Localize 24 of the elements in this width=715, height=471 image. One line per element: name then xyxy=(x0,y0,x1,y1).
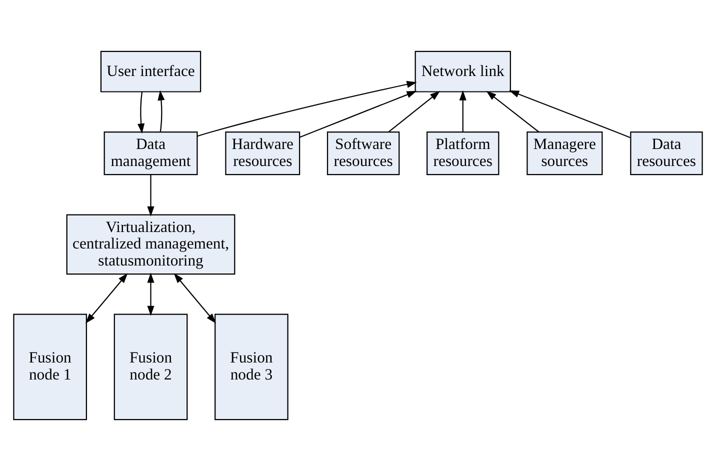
node-box: Network link xyxy=(414,50,510,92)
arrow xyxy=(458,90,466,132)
arrow xyxy=(146,272,154,316)
node-box: Data management xyxy=(103,131,198,176)
arrow xyxy=(157,90,164,132)
arrow xyxy=(299,90,416,138)
arrow xyxy=(173,273,216,324)
node-box: Managere sources xyxy=(526,131,602,176)
node-box: Virtualization, centralized management, statusmonitoring xyxy=(66,214,235,275)
node-box: Data resources xyxy=(630,131,702,176)
arrow xyxy=(508,90,630,138)
arrow xyxy=(146,174,154,216)
node-box: User interface xyxy=(100,50,201,92)
node-box: Hardware resources xyxy=(224,131,300,176)
node-box: Fusion node 3 xyxy=(214,314,288,420)
node-box: Platform resources xyxy=(426,131,499,176)
arrow xyxy=(486,90,539,132)
arrow xyxy=(196,80,416,137)
node-box: Software resources xyxy=(326,131,400,176)
arrow xyxy=(137,92,144,134)
node-box: Fusion node 1 xyxy=(12,314,86,420)
node-box: Fusion node 2 xyxy=(113,314,188,420)
arrow xyxy=(388,90,440,132)
arrow xyxy=(85,273,128,324)
